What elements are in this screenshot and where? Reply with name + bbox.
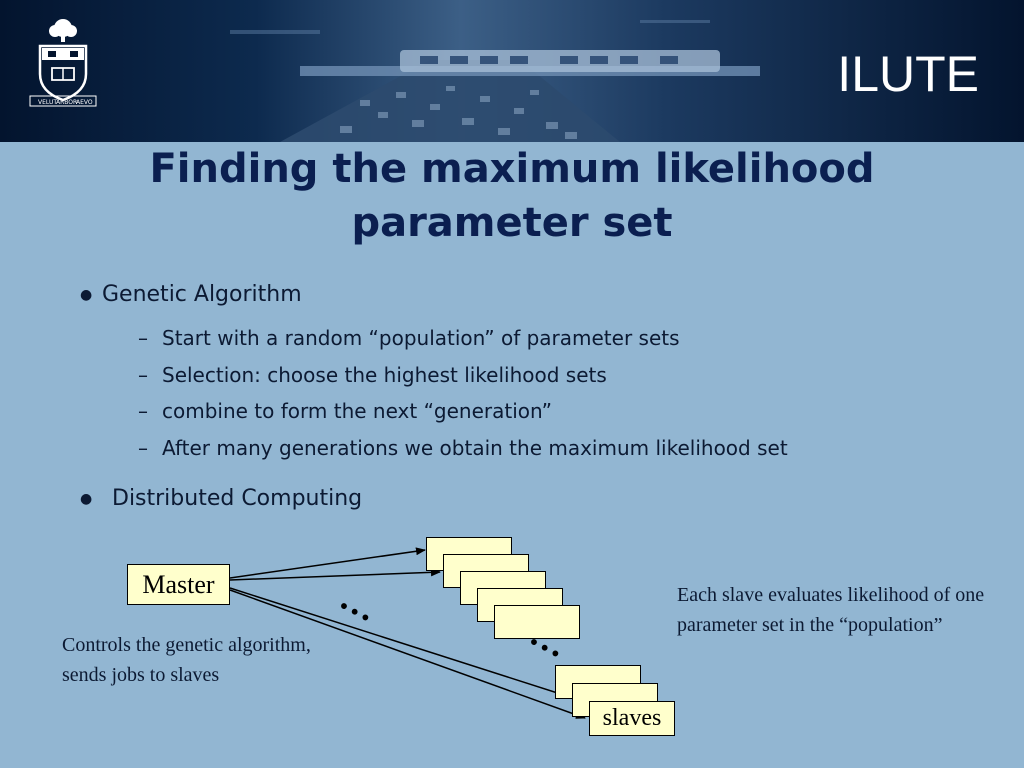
dash-icon: – — [138, 399, 148, 423]
dash-icon: – — [138, 436, 148, 460]
arrow-to-slave-2 — [229, 568, 441, 581]
crest-motto-1: VELUT — [38, 99, 57, 106]
crest-motto-3: AEVO — [76, 99, 93, 106]
brand-title: ILUTE — [837, 46, 979, 102]
master-note: Controls the genetic algorithm, sends jo… — [62, 634, 311, 686]
arrow-to-slave-n1 — [229, 587, 571, 699]
bullet-genetic-algorithm: ● Genetic Algorithm — [80, 282, 302, 307]
slaves-label-box: slaves — [589, 701, 675, 736]
arrow-to-slave-1 — [229, 547, 426, 579]
title-line-2: parameter set — [351, 200, 673, 246]
slave-box — [494, 605, 580, 639]
dash-icon: – — [138, 326, 148, 350]
university-crest-logo: VELUT ARBOR AEVO — [29, 19, 97, 107]
sub-bullet: –Selection: choose the highest likelihoo… — [138, 363, 607, 387]
bullet-label: Genetic Algorithm — [102, 282, 302, 307]
ellipsis-1: … — [334, 577, 385, 629]
sub-bullet-text: Start with a random “population” of para… — [162, 326, 680, 350]
sub-bullet-text: combine to form the next “generation” — [162, 399, 552, 423]
bullet-dot-icon: ● — [80, 491, 93, 507]
slide-title: Finding the maximum likelihood parameter… — [0, 142, 1024, 250]
sub-bullet: –Start with a random “population” of par… — [138, 326, 680, 350]
header-banner: VELUT ARBOR AEVO ILUTE — [0, 0, 1024, 142]
bullet-label: Distributed Computing — [112, 486, 363, 511]
banner-photo — [0, 0, 1024, 142]
bullet-dot-icon: ● — [80, 287, 93, 303]
title-line-1: Finding the maximum likelihood — [149, 146, 875, 192]
sub-bullet: –combine to form the next “generation” — [138, 399, 552, 423]
arrow-to-slave-n2 — [229, 589, 586, 719]
sub-bullet-text: After many generations we obtain the max… — [162, 436, 788, 460]
sub-bullet: –After many generations we obtain the ma… — [138, 436, 788, 460]
crest-motto-2: ARBOR — [56, 99, 77, 106]
dash-icon: – — [138, 363, 148, 387]
bullet-distributed-computing: ● Distributed Computing — [80, 486, 362, 511]
master-box: Master — [127, 564, 230, 605]
slave-note: Each slave evaluates likelihood of one p… — [677, 584, 985, 636]
sub-bullet-text: Selection: choose the highest likelihood… — [162, 363, 607, 387]
